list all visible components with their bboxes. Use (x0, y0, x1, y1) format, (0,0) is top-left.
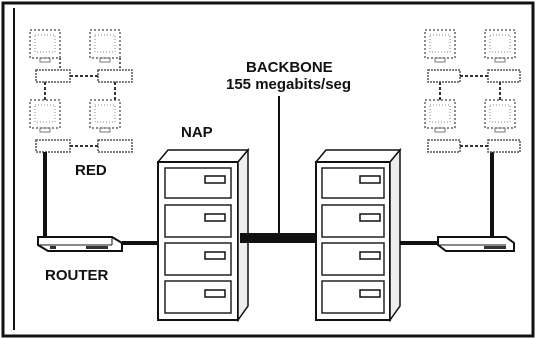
computer-icon (425, 100, 455, 132)
nap-label: NAP (181, 125, 213, 140)
backbone-title-label: BACKBONE (246, 60, 333, 75)
server-cabinet-icon (158, 150, 248, 320)
server-cabinet-icon (316, 150, 400, 320)
router-icon (38, 237, 122, 251)
keyboard-icon (36, 70, 70, 82)
keyboard-icon (428, 140, 460, 152)
keyboard-icon (428, 70, 460, 82)
computer-icon (30, 100, 60, 132)
red-label: RED (75, 163, 107, 178)
keyboard-icon (488, 140, 520, 152)
computer-icon (485, 30, 515, 62)
keyboard-icon (98, 140, 132, 152)
computer-icon (485, 100, 515, 132)
keyboard-icon (98, 70, 132, 82)
router-icon (438, 237, 514, 251)
keyboard-icon (488, 70, 520, 82)
backbone-link (240, 233, 316, 243)
computer-icon (425, 30, 455, 62)
computer-icon (90, 100, 120, 132)
keyboard-icon (36, 140, 70, 152)
computer-icon (30, 30, 60, 62)
computer-icon (90, 30, 120, 62)
router-label: ROUTER (45, 268, 108, 283)
backbone-speed-label: 155 megabits/seg (226, 77, 351, 92)
